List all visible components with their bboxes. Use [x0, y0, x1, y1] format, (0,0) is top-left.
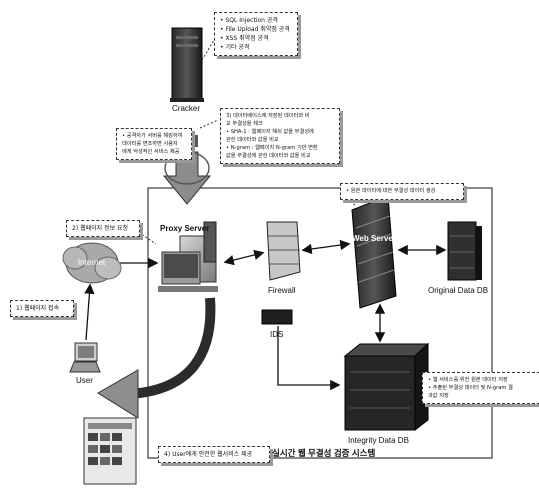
attack-item: • SQL Injection 공격 [220, 16, 292, 25]
integrity-db-note: • 웹 서비스를 위한 원본 데이터 저장 • 추출된 무결성 데이터 및 N-… [422, 372, 539, 404]
attack-types-note: • SQL Injection 공격 • File Upload 취약점 공격 … [214, 12, 298, 56]
effect-line: 데이터를 변조하면 사용자 [122, 140, 186, 148]
response-arrow-body [130, 298, 210, 394]
step3-line: 교 무결성을 체크 [226, 120, 334, 128]
step4-note: 4) User에게 안전한 웹서비스 제공 [158, 446, 270, 463]
original-db-icon [448, 222, 482, 280]
step3-line: 값을 무결성에 관한 데이터와 값을 비교 [226, 152, 334, 160]
web-page-icon [84, 418, 136, 484]
webserver-note: • 원본 데이터에 대한 무결성 데이터 생성 [340, 183, 464, 200]
web-server-label: Web Server [352, 234, 396, 243]
integrity-line: • 웹 서비스를 위한 원본 데이터 저장 [428, 376, 534, 384]
cracker-effect-note: • 공격자가 서버를 해킹하여 데이터를 변조하면 사용자 에게 악성적인 서비… [116, 128, 192, 160]
firewall-webserver-arrow [304, 244, 348, 250]
ids-label: IDS [270, 330, 283, 339]
effect-line: • 공격자가 서버를 해킹하여 [122, 132, 186, 140]
step3-leader [200, 120, 218, 128]
attacks-leader [202, 40, 214, 60]
proxy-server-label: Proxy Server [160, 224, 209, 233]
user-label: User [76, 376, 93, 385]
step3-line: 3) 데이터베이스에 저장된 데이터와 비 [226, 112, 334, 120]
integrity-db-icon [345, 344, 428, 430]
user-laptop-icon [70, 343, 100, 372]
response-arrow-head [98, 370, 138, 418]
step3-line: 관한 데이터와 값을 비교 [226, 136, 334, 144]
integrity-line: • 추출된 무결성 데이터 및 N-gram 결 [428, 384, 534, 392]
step3-line: • N-gram : 웹페이지 N-gram 기반 변환 [226, 144, 334, 152]
step3-line: • SHA-1 : 웹페이지 해쉬 값을 무결성에 [226, 128, 334, 136]
attack-item: • XSS 취약점 공격 [220, 34, 292, 43]
system-title: 실시간 웹 무결성 검증 시스템 [272, 447, 375, 459]
ids-icon [262, 310, 292, 324]
ids-to-integritydb-line [278, 326, 338, 385]
internet-label: Internet [78, 258, 105, 267]
integrity-check-note: 3) 데이터베이스에 저장된 데이터와 비 교 무결성을 체크 • SHA-1 … [220, 108, 340, 164]
proxy-firewall-arrow [226, 253, 262, 262]
integrity-db-label: Integrity Data DB [348, 436, 409, 445]
attack-item: • File Upload 취약점 공격 [220, 25, 292, 34]
cracker-label: Cracker [172, 104, 200, 113]
step1-note: 1) 웹페이지 접속 [10, 300, 74, 317]
effect-line: 에게 악성적인 서비스 제공 [122, 148, 186, 156]
cracker-computer-icon [170, 28, 204, 102]
original-db-label: Original Data DB [428, 286, 488, 295]
integrity-line: 과값 저장 [428, 392, 534, 400]
firewall-icon [267, 222, 300, 280]
step2-note: 2) 웹페이지 정보 요청 [66, 220, 140, 237]
web-server-icon [352, 196, 396, 308]
user-to-internet-line [86, 286, 90, 340]
firewall-label: Firewall [268, 286, 296, 295]
attack-item: • 기타 공격 [220, 43, 292, 52]
